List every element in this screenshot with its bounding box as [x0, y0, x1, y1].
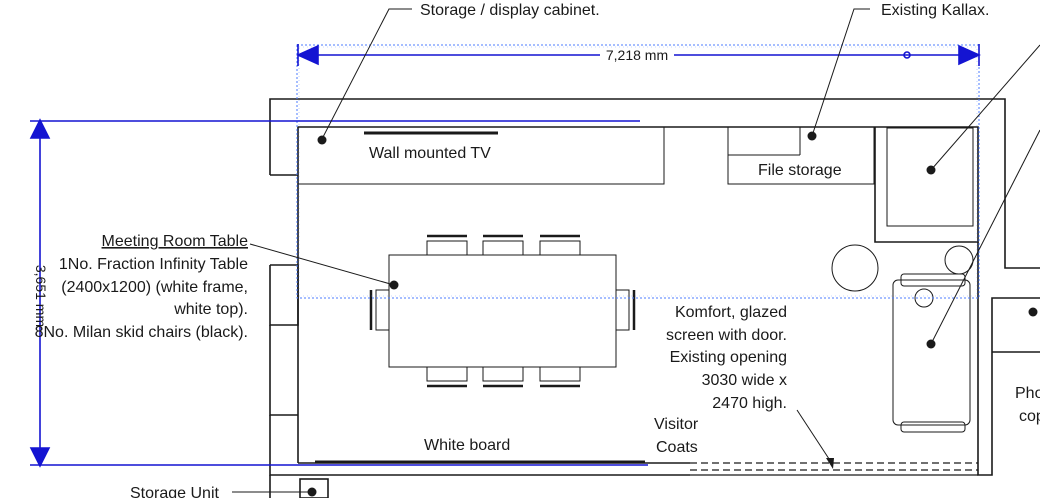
chairs-top — [426, 234, 581, 256]
glazed-screen — [690, 462, 978, 476]
selection-box[interactable] — [296, 44, 980, 299]
round-table — [831, 244, 879, 292]
label-meeting-title: Meeting Room Table — [102, 233, 249, 250]
storage-unit-box — [299, 478, 329, 498]
label-komfort-line1: Komfort, glazed — [675, 304, 787, 321]
label-storage-cabinet: Storage / display cabinet. — [420, 2, 600, 19]
kallax — [886, 127, 974, 227]
label-visitor-line2: Coats — [656, 439, 698, 456]
dimension-height[interactable] — [29, 118, 648, 468]
chairs-sides — [369, 289, 636, 331]
left-wall-segment-b — [269, 264, 299, 326]
dimension-width[interactable] — [296, 44, 981, 66]
left-wall-segment-c — [269, 325, 298, 416]
label-photo-line1: Pho — [1015, 385, 1040, 402]
furniture — [297, 126, 974, 433]
label-meeting-line4: 8No. Milan skid chairs (black). — [35, 324, 248, 341]
meeting-table — [388, 254, 617, 368]
leader-dots — [307, 131, 1038, 497]
label-meeting-line1: 1No. Fraction Infinity Table — [59, 256, 248, 273]
sofa — [892, 245, 974, 433]
label-wall-tv: Wall mounted TV — [369, 145, 491, 162]
storage-cabinet — [297, 126, 665, 185]
label-komfort-line4: 3030 wide x — [702, 372, 787, 389]
chairs-bottom — [426, 366, 581, 388]
label-komfort-line5: 2470 high. — [712, 395, 787, 412]
label-meeting-line2: (2400x1200) (white frame, — [61, 279, 248, 296]
label-storage-unit: Storage Unit — [130, 485, 219, 498]
top-wall-outer — [269, 98, 1040, 269]
leaders — [232, 8, 1040, 493]
dimension-height-label: 3,651 mm — [33, 265, 49, 327]
label-visitor-line1: Visitor — [654, 416, 699, 433]
label-komfort-line3: Existing opening — [670, 349, 787, 366]
label-existing-kallax: Existing Kallax. — [881, 2, 990, 19]
label-file-storage: File storage — [758, 162, 842, 179]
label-meeting-line3: white top). — [173, 301, 248, 318]
label-komfort-line2: screen with door. — [666, 327, 787, 344]
label-white-board: White board — [424, 437, 510, 454]
label-photo-line2: cop — [1019, 408, 1040, 425]
dimension-width-label: 7,218 mm — [606, 47, 668, 63]
